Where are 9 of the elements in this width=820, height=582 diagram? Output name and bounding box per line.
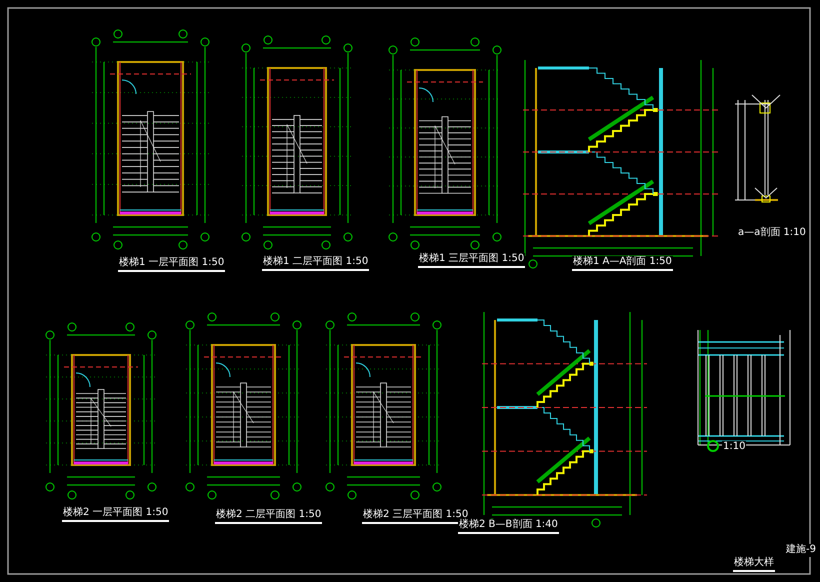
drawing-title: 楼梯2 一层平面图 1:50 xyxy=(62,507,170,522)
drawing-title: 楼梯2 B—B剖面 1:40 xyxy=(458,519,559,534)
drawing-title: 楼梯1 A—A剖面 1:50 xyxy=(572,256,673,271)
sheet-number: 建施-9 xyxy=(785,544,817,557)
drawing-title: 楼梯2 二层平面图 1:50 xyxy=(215,509,322,524)
drawing-title: 楼梯1 三层平面图 1:50 xyxy=(418,253,526,268)
drawing-title: 楼梯1 一层平面图 1:50 xyxy=(118,257,226,272)
drawing-title: 楼梯1 二层平面图 1:50 xyxy=(262,256,370,271)
sheet-title: 楼梯大样 xyxy=(733,557,775,572)
